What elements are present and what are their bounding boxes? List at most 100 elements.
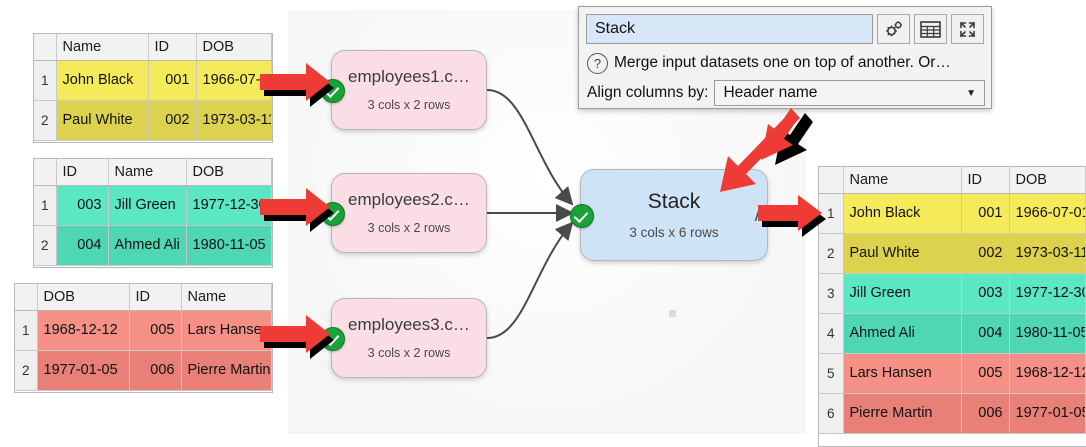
- cell[interactable]: 1968-12-12: [37, 310, 130, 351]
- gear-icon-glyph: [885, 21, 902, 37]
- corner-cell: [34, 34, 57, 61]
- col-header-2[interactable]: DOB: [186, 159, 272, 186]
- cell[interactable]: 1977-01-05: [37, 350, 130, 391]
- cell[interactable]: 1973-03-11: [1009, 233, 1086, 274]
- cell[interactable]: 1966-07-01: [196, 60, 272, 101]
- node-title: employees2.c…: [348, 190, 470, 210]
- stacked-output-table[interactable]: Name ID DOB 1 John Black 001 1966-07-01 …: [818, 166, 1086, 447]
- row-number: 5: [819, 353, 844, 394]
- cell[interactable]: 1977-12-30: [186, 185, 272, 226]
- node-title: Stack: [647, 189, 701, 213]
- table-header-row: ID Name DOB: [34, 159, 272, 186]
- cell[interactable]: Pierre Martin: [843, 393, 962, 434]
- table-row: 4 Ahmed Ali 004 1980-11-05: [819, 313, 1086, 354]
- cell[interactable]: 1977-01-05: [1009, 393, 1086, 434]
- col-header-0[interactable]: DOB: [37, 284, 130, 311]
- cell[interactable]: Ahmed Ali: [108, 225, 187, 266]
- cell[interactable]: 1968-12-12: [1009, 353, 1086, 394]
- cell[interactable]: 1980-11-05: [186, 225, 272, 266]
- cell[interactable]: 004: [961, 313, 1010, 354]
- cell[interactable]: 002: [961, 233, 1010, 274]
- table-row: 2 Paul White 002 1973-03-11: [34, 100, 272, 141]
- cell[interactable]: 1977-12-30: [1009, 273, 1086, 314]
- flow-node-employees3[interactable]: employees3.c… 3 cols x 2 rows: [321, 298, 487, 378]
- canvas-marker-dot: [669, 310, 676, 317]
- cell[interactable]: Jill Green: [108, 185, 187, 226]
- flow-node-employees2[interactable]: employees2.c… 3 cols x 2 rows: [321, 173, 487, 253]
- col-header-1[interactable]: Name: [108, 159, 187, 186]
- table-row: 3 Jill Green 003 1977-12-30: [819, 273, 1086, 314]
- cell[interactable]: 1966-07-01: [1009, 193, 1086, 234]
- cell[interactable]: Ahmed Ali: [843, 313, 962, 354]
- cell[interactable]: John Black: [843, 193, 962, 234]
- col-header-0[interactable]: Name: [56, 34, 149, 61]
- employees2-table[interactable]: ID Name DOB 1 003 Jill Green 1977-12-30 …: [33, 158, 273, 268]
- cell[interactable]: 1973-03-11: [196, 100, 272, 141]
- cell[interactable]: Lars Hansen: [843, 353, 962, 394]
- panel-toolbar-row: Stack: [586, 14, 984, 44]
- table-grid-icon[interactable]: [914, 14, 947, 44]
- annotation-arrow-to-employees1: [260, 63, 334, 107]
- table-grid-icon-glyph: [920, 20, 941, 38]
- row-number: 2: [819, 233, 844, 274]
- cell[interactable]: Lars Hansen: [181, 310, 272, 351]
- node-name-input[interactable]: Stack: [586, 14, 873, 44]
- cell[interactable]: 005: [961, 353, 1010, 394]
- stack-settings-panel[interactable]: Stack: [578, 6, 992, 109]
- cell[interactable]: 006: [961, 393, 1010, 434]
- col-header-1[interactable]: ID: [961, 167, 1010, 194]
- help-icon[interactable]: ?: [587, 52, 608, 74]
- cell[interactable]: 002: [148, 100, 197, 141]
- cell[interactable]: Pierre Martin: [181, 350, 272, 391]
- row-number: 1: [34, 185, 57, 226]
- table-header-row: DOB ID Name: [15, 284, 272, 311]
- node-subtitle: 3 cols x 2 rows: [367, 221, 451, 236]
- cell[interactable]: 004: [56, 225, 109, 266]
- node-title: employees3.c…: [348, 315, 470, 335]
- row-number: 6: [819, 393, 844, 434]
- table-row: 1 John Black 001 1966-07-01: [34, 60, 272, 101]
- cell[interactable]: Paul White: [843, 233, 962, 274]
- cell[interactable]: 003: [961, 273, 1010, 314]
- cell[interactable]: John Black: [56, 60, 149, 101]
- table-row: 5 Lars Hansen 005 1968-12-12: [819, 353, 1086, 394]
- status-ok-icon: [570, 204, 594, 228]
- row-number: 1: [34, 60, 57, 101]
- cell[interactable]: 005: [129, 310, 182, 351]
- cell[interactable]: 006: [129, 350, 182, 391]
- table-row: 1 1968-12-12 005 Lars Hansen: [15, 310, 272, 351]
- col-header-2[interactable]: Name: [181, 284, 272, 311]
- cell[interactable]: 003: [56, 185, 109, 226]
- align-columns-value: Header name: [723, 84, 818, 101]
- cell[interactable]: 001: [961, 193, 1010, 234]
- chevron-down-icon: ▼: [966, 87, 976, 99]
- corner-cell: [15, 284, 38, 311]
- employees3-table[interactable]: DOB ID Name 1 1968-12-12 005 Lars Hansen…: [14, 283, 273, 393]
- cell[interactable]: Paul White: [56, 100, 149, 141]
- cell[interactable]: 001: [148, 60, 197, 101]
- col-header-1[interactable]: ID: [129, 284, 182, 311]
- node-subtitle: 3 cols x 6 rows: [629, 224, 719, 240]
- node-subtitle: 3 cols x 2 rows: [367, 346, 451, 361]
- employees1-table[interactable]: Name ID DOB 1 John Black 001 1966-07-01 …: [33, 33, 273, 143]
- annotation-arrow-panel-to-stack: [720, 108, 813, 192]
- col-header-2[interactable]: DOB: [196, 34, 272, 61]
- col-header-0[interactable]: ID: [56, 159, 109, 186]
- node-title: employees1.c…: [348, 67, 470, 87]
- annotation-arrow-to-employees3: [260, 315, 334, 359]
- row-number: 2: [34, 100, 57, 141]
- expand-icon[interactable]: [951, 14, 984, 44]
- col-header-2[interactable]: DOB: [1009, 167, 1086, 194]
- table-row: 2 004 Ahmed Ali 1980-11-05: [34, 225, 272, 266]
- table-row: 1 John Black 001 1966-07-01: [819, 193, 1086, 234]
- align-columns-select[interactable]: Header name ▼: [714, 80, 985, 106]
- expand-icon-glyph: [960, 21, 975, 37]
- gear-icon[interactable]: [877, 14, 910, 44]
- col-header-0[interactable]: Name: [843, 167, 962, 194]
- row-number: 2: [15, 350, 38, 391]
- cell[interactable]: 1980-11-05: [1009, 313, 1086, 354]
- cell[interactable]: Jill Green: [843, 273, 962, 314]
- table-row: 2 1977-01-05 006 Pierre Martin: [15, 350, 272, 391]
- col-header-1[interactable]: ID: [148, 34, 197, 61]
- flow-node-employees1[interactable]: employees1.c… 3 cols x 2 rows: [321, 50, 487, 130]
